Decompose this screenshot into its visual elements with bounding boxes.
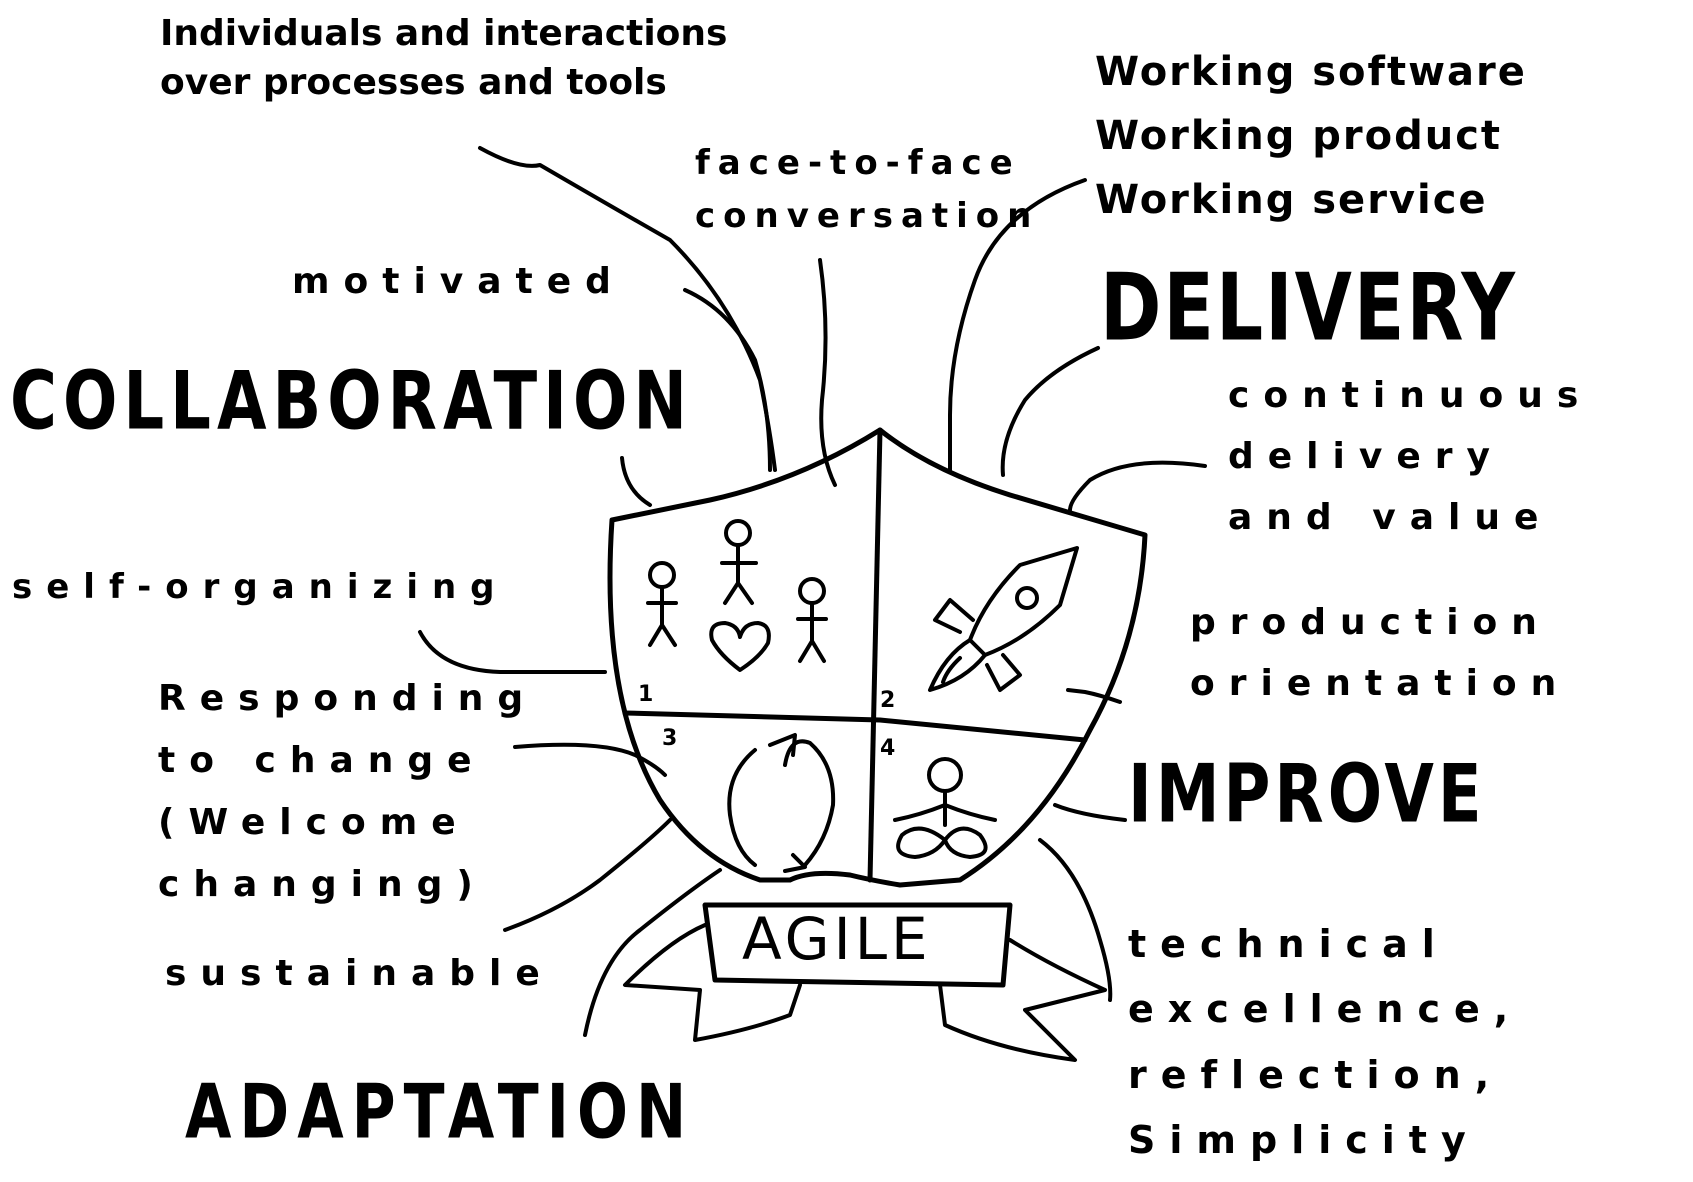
note-production-line-2: orientation [1190, 663, 1571, 705]
people-heart-icon [646, 519, 828, 672]
note-production-line-1: production [1190, 602, 1551, 643]
note-responding-line-1: Responding [158, 678, 538, 719]
note-technical-line-3: reflection, [1128, 1052, 1504, 1097]
note-technical-line-4: Simplicity [1128, 1118, 1480, 1163]
note-production: production orientation [1190, 592, 1570, 714]
note-continuous-line-2: delivery [1228, 436, 1504, 478]
note-individuals: Individuals and interactions over proces… [160, 10, 727, 107]
heading-collaboration: COLLABORATION [10, 355, 693, 449]
quadrant-number-3: 3 [662, 726, 678, 751]
note-individuals-line-2: over processes and tools [160, 61, 667, 103]
note-responding-line-4: changing) [158, 863, 487, 905]
note-motivated: motivated [292, 261, 625, 302]
note-sustainable: sustainable [165, 953, 554, 994]
quadrant-number-2: 2 [880, 688, 896, 713]
note-continuous-line-3: and value [1228, 497, 1553, 539]
heading-adaptation: ADAPTATION [185, 1068, 695, 1157]
note-working-line-3: Working service [1095, 177, 1488, 223]
heading-delivery: DELIVERY [1100, 254, 1518, 362]
heading-improve: IMPROVE [1128, 748, 1486, 842]
cycle-arrows-icon [727, 733, 836, 873]
note-continuous: continuous delivery and value [1228, 365, 1592, 549]
note-technical-line-1: technical [1128, 922, 1449, 966]
note-continuous-line-1: continuous [1228, 375, 1593, 416]
meditating-person-icon [893, 757, 997, 859]
note-face-to-face-line-1: face-to-face [695, 143, 1021, 183]
note-responding-line-2: to change [158, 739, 486, 781]
note-individuals-line-1: Individuals and interactions [160, 13, 728, 54]
note-face-to-face: face-to-face conversation [695, 137, 1039, 242]
note-face-to-face-line-2: conversation [695, 195, 1040, 236]
banner-label: AGILE [742, 905, 932, 973]
note-technical: technical excellence, reflection, Simpli… [1128, 912, 1522, 1173]
note-working-line-2: Working product [1095, 113, 1503, 159]
note-responding: Responding to change (Welcome changing) [158, 668, 537, 916]
note-working-line-1: Working software [1095, 49, 1527, 95]
note-self-organizing: self-organizing [12, 567, 509, 607]
note-working: Working software Working product Working… [1095, 40, 1527, 232]
rocket-icon [928, 546, 1079, 692]
note-responding-line-3: (Welcome [158, 801, 470, 843]
quadrant-number-4: 4 [880, 736, 896, 761]
quadrant-number-1: 1 [638, 682, 654, 707]
note-technical-line-2: excellence, [1128, 987, 1523, 1032]
